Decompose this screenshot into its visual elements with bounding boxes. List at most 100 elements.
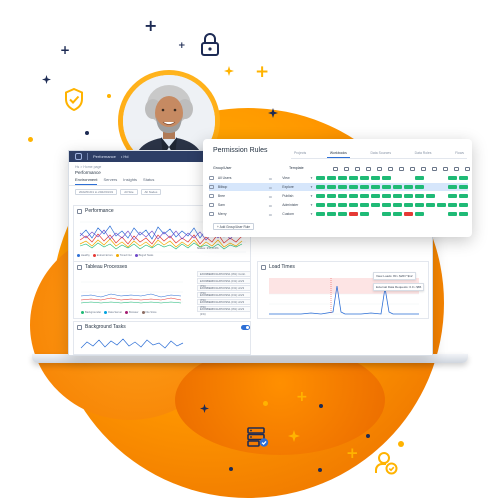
capability-allowed-cell[interactable] <box>360 212 369 216</box>
capability-allowed-cell[interactable] <box>371 176 380 180</box>
more-options-icon[interactable]: ••• <box>268 193 272 199</box>
capability-allowed-cell[interactable] <box>459 176 468 180</box>
capability-unspecified-cell[interactable] <box>426 185 435 189</box>
capability-allowed-cell[interactable] <box>382 185 391 189</box>
tab-data-roles[interactable]: Data Roles <box>414 151 432 155</box>
capability-allowed-cell[interactable] <box>382 203 391 207</box>
capability-unspecified-cell[interactable] <box>404 176 413 180</box>
capability-unspecified-cell[interactable] <box>426 176 435 180</box>
permission-row[interactable]: Bilbop ••• Explore▼ <box>209 183 468 191</box>
capability-allowed-cell[interactable] <box>338 203 347 207</box>
more-options-icon[interactable]: ••• <box>268 202 272 208</box>
tab-status[interactable]: Status <box>143 177 155 182</box>
capability-unspecified-cell[interactable] <box>426 212 435 216</box>
capability-allowed-cell[interactable] <box>349 185 358 189</box>
process-row[interactable]: EXD3BERKFAUPCOSS1 (0%): A/V2 (1%) <box>197 306 251 316</box>
capability-allowed-cell[interactable] <box>459 194 468 198</box>
capability-unspecified-cell[interactable] <box>371 212 380 216</box>
process-row[interactable]: EXD3BERKFAUPCOSS1 (1%): A/V2 (7%) <box>197 285 251 295</box>
capability-allowed-cell[interactable] <box>448 194 457 198</box>
process-row[interactable]: EXD3BERKFAUPCOSS1 (1%): A/V2 (7%) <box>197 299 251 309</box>
capability-unspecified-cell[interactable] <box>437 212 446 216</box>
capability-allowed-cell[interactable] <box>393 203 402 207</box>
more-options-icon[interactable]: ••• <box>268 184 272 190</box>
capability-allowed-cell[interactable] <box>327 212 336 216</box>
capability-allowed-cell[interactable] <box>316 194 325 198</box>
legend-item[interactable]: Extract Errors <box>92 254 113 257</box>
tab-workbooks[interactable]: Workbooks <box>326 151 350 158</box>
capability-unspecified-cell[interactable] <box>437 185 446 189</box>
capability-denied-cell[interactable] <box>349 212 358 216</box>
tab-data-sources[interactable]: Data Sources <box>370 151 392 155</box>
capability-allowed-cell[interactable] <box>426 203 435 207</box>
permission-row[interactable]: Bree ••• Publish▼ <box>209 192 468 200</box>
capability-allowed-cell[interactable] <box>327 176 336 180</box>
capability-allowed-cell[interactable] <box>448 212 457 216</box>
legend-item[interactable]: Data Server <box>104 311 122 314</box>
capability-allowed-cell[interactable] <box>349 176 358 180</box>
capability-allowed-cell[interactable] <box>371 185 380 189</box>
capability-allowed-cell[interactable] <box>338 212 347 216</box>
capability-allowed-cell[interactable] <box>382 212 391 216</box>
capability-allowed-cell[interactable] <box>338 176 347 180</box>
capability-allowed-cell[interactable] <box>316 203 325 207</box>
template-select[interactable]: Custom▼ <box>282 212 313 216</box>
capability-allowed-cell[interactable] <box>360 176 369 180</box>
capability-allowed-cell[interactable] <box>448 185 457 189</box>
legend-item[interactable]: File Store <box>141 311 157 314</box>
capability-allowed-cell[interactable] <box>459 203 468 207</box>
capability-unspecified-cell[interactable] <box>437 176 446 180</box>
capability-allowed-cell[interactable] <box>448 203 457 207</box>
capability-allowed-cell[interactable] <box>349 194 358 198</box>
background-tasks-toggle[interactable] <box>241 325 250 330</box>
legend-item[interactable]: Bkgnd Tasks <box>134 254 153 257</box>
breadcrumb[interactable]: Hs > Home page <box>75 165 102 169</box>
capability-allowed-cell[interactable] <box>393 194 402 198</box>
add-group-user-rule-button[interactable]: + Add Group/User Rule <box>213 223 255 230</box>
capability-unspecified-cell[interactable] <box>393 176 402 180</box>
date-range-filter[interactable]: 2022/01/01 to 2022/01/31 <box>75 189 118 195</box>
capability-allowed-cell[interactable] <box>316 212 325 216</box>
capability-allowed-cell[interactable] <box>404 185 413 189</box>
legend-item[interactable]: Backgrounder <box>81 311 101 314</box>
capability-allowed-cell[interactable] <box>327 185 336 189</box>
capability-allowed-cell[interactable] <box>371 203 380 207</box>
capability-allowed-cell[interactable] <box>360 185 369 189</box>
legend-item[interactable]: Healthy <box>77 254 90 257</box>
capability-allowed-cell[interactable] <box>393 212 402 216</box>
more-options-icon[interactable]: ••• <box>268 211 272 217</box>
template-select[interactable]: Explore▼ <box>282 185 313 189</box>
capability-allowed-cell[interactable] <box>327 194 336 198</box>
capability-allowed-cell[interactable] <box>448 176 457 180</box>
capability-allowed-cell[interactable] <box>316 176 325 180</box>
topbar-nav-label[interactable]: Performance <box>93 154 116 159</box>
permission-row[interactable]: All Users ••• View▼ <box>209 174 468 182</box>
capability-unspecified-cell[interactable] <box>437 194 446 198</box>
topbar-nav-extra[interactable]: • Hd <box>120 154 129 159</box>
process-row[interactable]: EXD3BERKFAUPCOSS1 (1%): A/V2 (7%) <box>197 292 251 302</box>
node-filter[interactable]: All Nodes <box>140 189 162 195</box>
capability-denied-cell[interactable] <box>404 212 413 216</box>
capability-allowed-cell[interactable] <box>426 194 435 198</box>
capability-allowed-cell[interactable] <box>338 185 347 189</box>
capability-allowed-cell[interactable] <box>349 203 358 207</box>
more-options-icon[interactable]: ••• <box>268 175 272 181</box>
capability-allowed-cell[interactable] <box>415 212 424 216</box>
tab-environment[interactable]: Environment <box>75 177 98 185</box>
tab-flows[interactable]: Flows <box>455 151 464 155</box>
capability-allowed-cell[interactable] <box>404 194 413 198</box>
capability-allowed-cell[interactable] <box>360 194 369 198</box>
capability-allowed-cell[interactable] <box>415 176 424 180</box>
capability-allowed-cell[interactable] <box>459 212 468 216</box>
capability-allowed-cell[interactable] <box>415 203 424 207</box>
capability-allowed-cell[interactable] <box>459 185 468 189</box>
process-row[interactable]: EXD3BERKFAUPCOSS1 (1%): A/V2 (7%) <box>197 278 251 288</box>
template-select[interactable]: Administer▼ <box>282 203 313 207</box>
permission-row[interactable]: Merry ••• Custom▼ <box>209 210 468 218</box>
capability-allowed-cell[interactable] <box>338 194 347 198</box>
process-row[interactable]: EXD3BERKFAUPCOSS1 (0%): Contr. <box>197 271 251 277</box>
legend-item[interactable]: Browser <box>125 311 139 314</box>
capability-allowed-cell[interactable] <box>415 194 424 198</box>
template-select[interactable]: Publish▼ <box>282 194 313 198</box>
capability-allowed-cell[interactable] <box>382 194 391 198</box>
